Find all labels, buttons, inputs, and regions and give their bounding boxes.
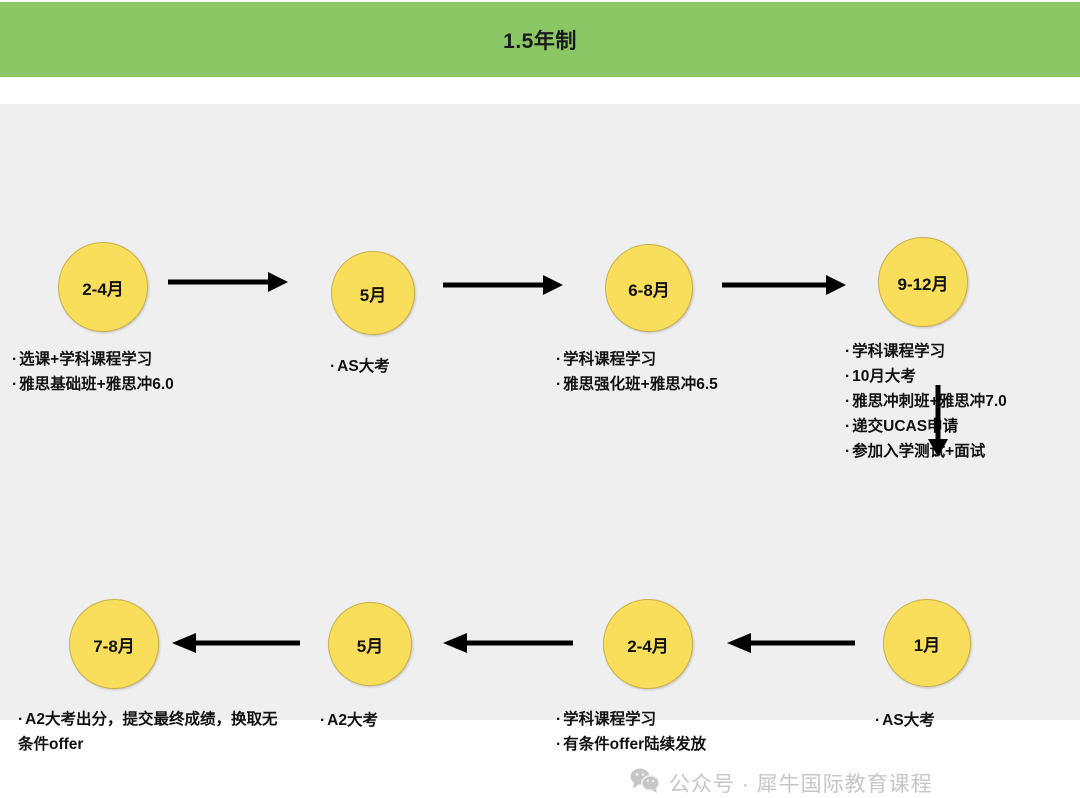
bullet-marker-icon: ·: [330, 358, 336, 375]
bullet-item: ·AS大考: [875, 708, 1075, 733]
bullet-item: ·雅思基础班+雅思冲6.0: [12, 372, 292, 397]
node-bullet-list: ·AS大考: [330, 354, 560, 379]
bullet-text: 有条件offer陆续发放: [563, 736, 707, 754]
node-bullet-list: ·A2大考出分，提交最终成绩，换取无条件offer: [18, 707, 280, 757]
node-circle[interactable]: 2-4月: [603, 599, 693, 689]
node-circle[interactable]: 5月: [328, 602, 412, 686]
bullet-text: AS大考: [882, 712, 935, 729]
bullet-text: AS大考: [337, 358, 390, 375]
node-bullet-list: ·学科课程学习 ·雅思强化班+雅思冲6.5: [556, 347, 856, 397]
bullet-text: 学科课程学习: [852, 343, 946, 360]
watermark-text: 公众号 · 犀牛国际教育课程: [669, 772, 933, 796]
bullet-text: 参加入学测试+面试: [852, 443, 986, 461]
node-circle[interactable]: 5月: [331, 251, 415, 335]
bullet-text: 递交UCAS申请: [852, 418, 959, 436]
arrow-down-connector: [927, 385, 949, 457]
wechat-icon: [630, 767, 660, 798]
bullet-text: 雅思基础班+雅思冲6.0: [19, 376, 174, 394]
node-circle-label: 7-8月: [93, 636, 135, 656]
bullet-marker-icon: ·: [320, 712, 326, 729]
arrow-left-3: [172, 632, 300, 654]
bullet-text: 学科课程学习: [563, 351, 657, 368]
bullet-marker-icon: ·: [845, 343, 851, 360]
node-circle[interactable]: 2-4月: [58, 242, 148, 332]
bullet-item: ·A2大考出分，提交最终成绩，换取无条件offer: [18, 707, 280, 757]
arrow-right-3: [722, 274, 846, 296]
bullet-text: A2大考出分，提交最终成绩，换取无条件offer: [18, 711, 278, 754]
bullet-item: ·A2大考: [320, 708, 540, 733]
bullet-marker-icon: ·: [845, 393, 851, 411]
node-circle-label: 6-8月: [628, 280, 670, 300]
bullet-text: 雅思冲刺班+雅思冲7.0: [852, 393, 1007, 411]
bullet-marker-icon: ·: [556, 736, 562, 754]
node-circle-label: 2-4月: [627, 636, 669, 656]
node-circle[interactable]: 6-8月: [605, 244, 693, 332]
bullet-item: ·递交UCAS申请: [845, 414, 1080, 439]
arrow-left-1: [727, 632, 855, 654]
bullet-item: ·参加入学测试+面试: [845, 439, 1080, 464]
node-circle[interactable]: 7-8月: [69, 599, 159, 689]
node-bullet-list: ·学科课程学习 ·有条件offer陆续发放: [556, 707, 856, 757]
bullet-item: ·选课+学科课程学习: [12, 347, 292, 372]
header-banner: 1.5年制: [0, 2, 1080, 77]
bullet-marker-icon: ·: [845, 418, 851, 436]
bullet-marker-icon: ·: [556, 376, 562, 394]
page-title: 1.5年制: [503, 29, 577, 53]
node-bullet-list: ·学科课程学习 ·10月大考 ·雅思冲刺班+雅思冲7.0 ·递交UCAS申请 ·…: [845, 339, 1080, 465]
node-bullet-list: ·A2大考: [320, 708, 540, 733]
bullet-marker-icon: ·: [845, 368, 851, 386]
bullet-item: ·有条件offer陆续发放: [556, 732, 856, 757]
node-circle-label: 1月: [913, 635, 941, 655]
bullet-item: ·AS大考: [330, 354, 560, 379]
bullet-text: 10月大考: [852, 368, 916, 386]
bullet-marker-icon: ·: [556, 351, 562, 368]
timeline-panel: 2-4月 ·选课+学科课程学习 ·雅思基础班+雅思冲6.0 5月 ·AS大考: [0, 104, 1080, 796]
bullet-marker-icon: ·: [12, 376, 18, 394]
arrow-left-2: [443, 632, 573, 654]
node-circle[interactable]: 1月: [883, 599, 971, 687]
bullet-text: 选课+学科课程学习: [19, 351, 153, 368]
bullet-item: ·学科课程学习: [845, 339, 1080, 364]
bullet-text: 雅思强化班+雅思冲6.5: [563, 376, 718, 394]
node-circle-label: 2-4月: [82, 279, 124, 299]
bullet-marker-icon: ·: [845, 443, 851, 461]
bullet-text: A2大考: [327, 712, 378, 729]
arrow-right-2: [443, 274, 563, 296]
node-circle-label: 5月: [356, 636, 384, 656]
bullet-item: ·学科课程学习: [556, 347, 856, 372]
bullet-marker-icon: ·: [12, 351, 18, 368]
arrow-right-1: [168, 271, 288, 293]
node-circle-label: 5月: [359, 285, 387, 305]
watermark: 公众号 · 犀牛国际教育课程: [630, 767, 933, 798]
node-circle-label: 9-12月: [897, 274, 949, 294]
bullet-item: ·雅思强化班+雅思冲6.5: [556, 372, 856, 397]
node-bullet-list: ·AS大考: [875, 708, 1075, 733]
bullet-item: ·10月大考: [845, 364, 1080, 389]
node-bullet-list: ·选课+学科课程学习 ·雅思基础班+雅思冲6.0: [12, 347, 292, 397]
bullet-marker-icon: ·: [875, 712, 881, 729]
node-circle[interactable]: 9-12月: [878, 237, 968, 327]
bullet-item: ·雅思冲刺班+雅思冲7.0: [845, 389, 1080, 414]
